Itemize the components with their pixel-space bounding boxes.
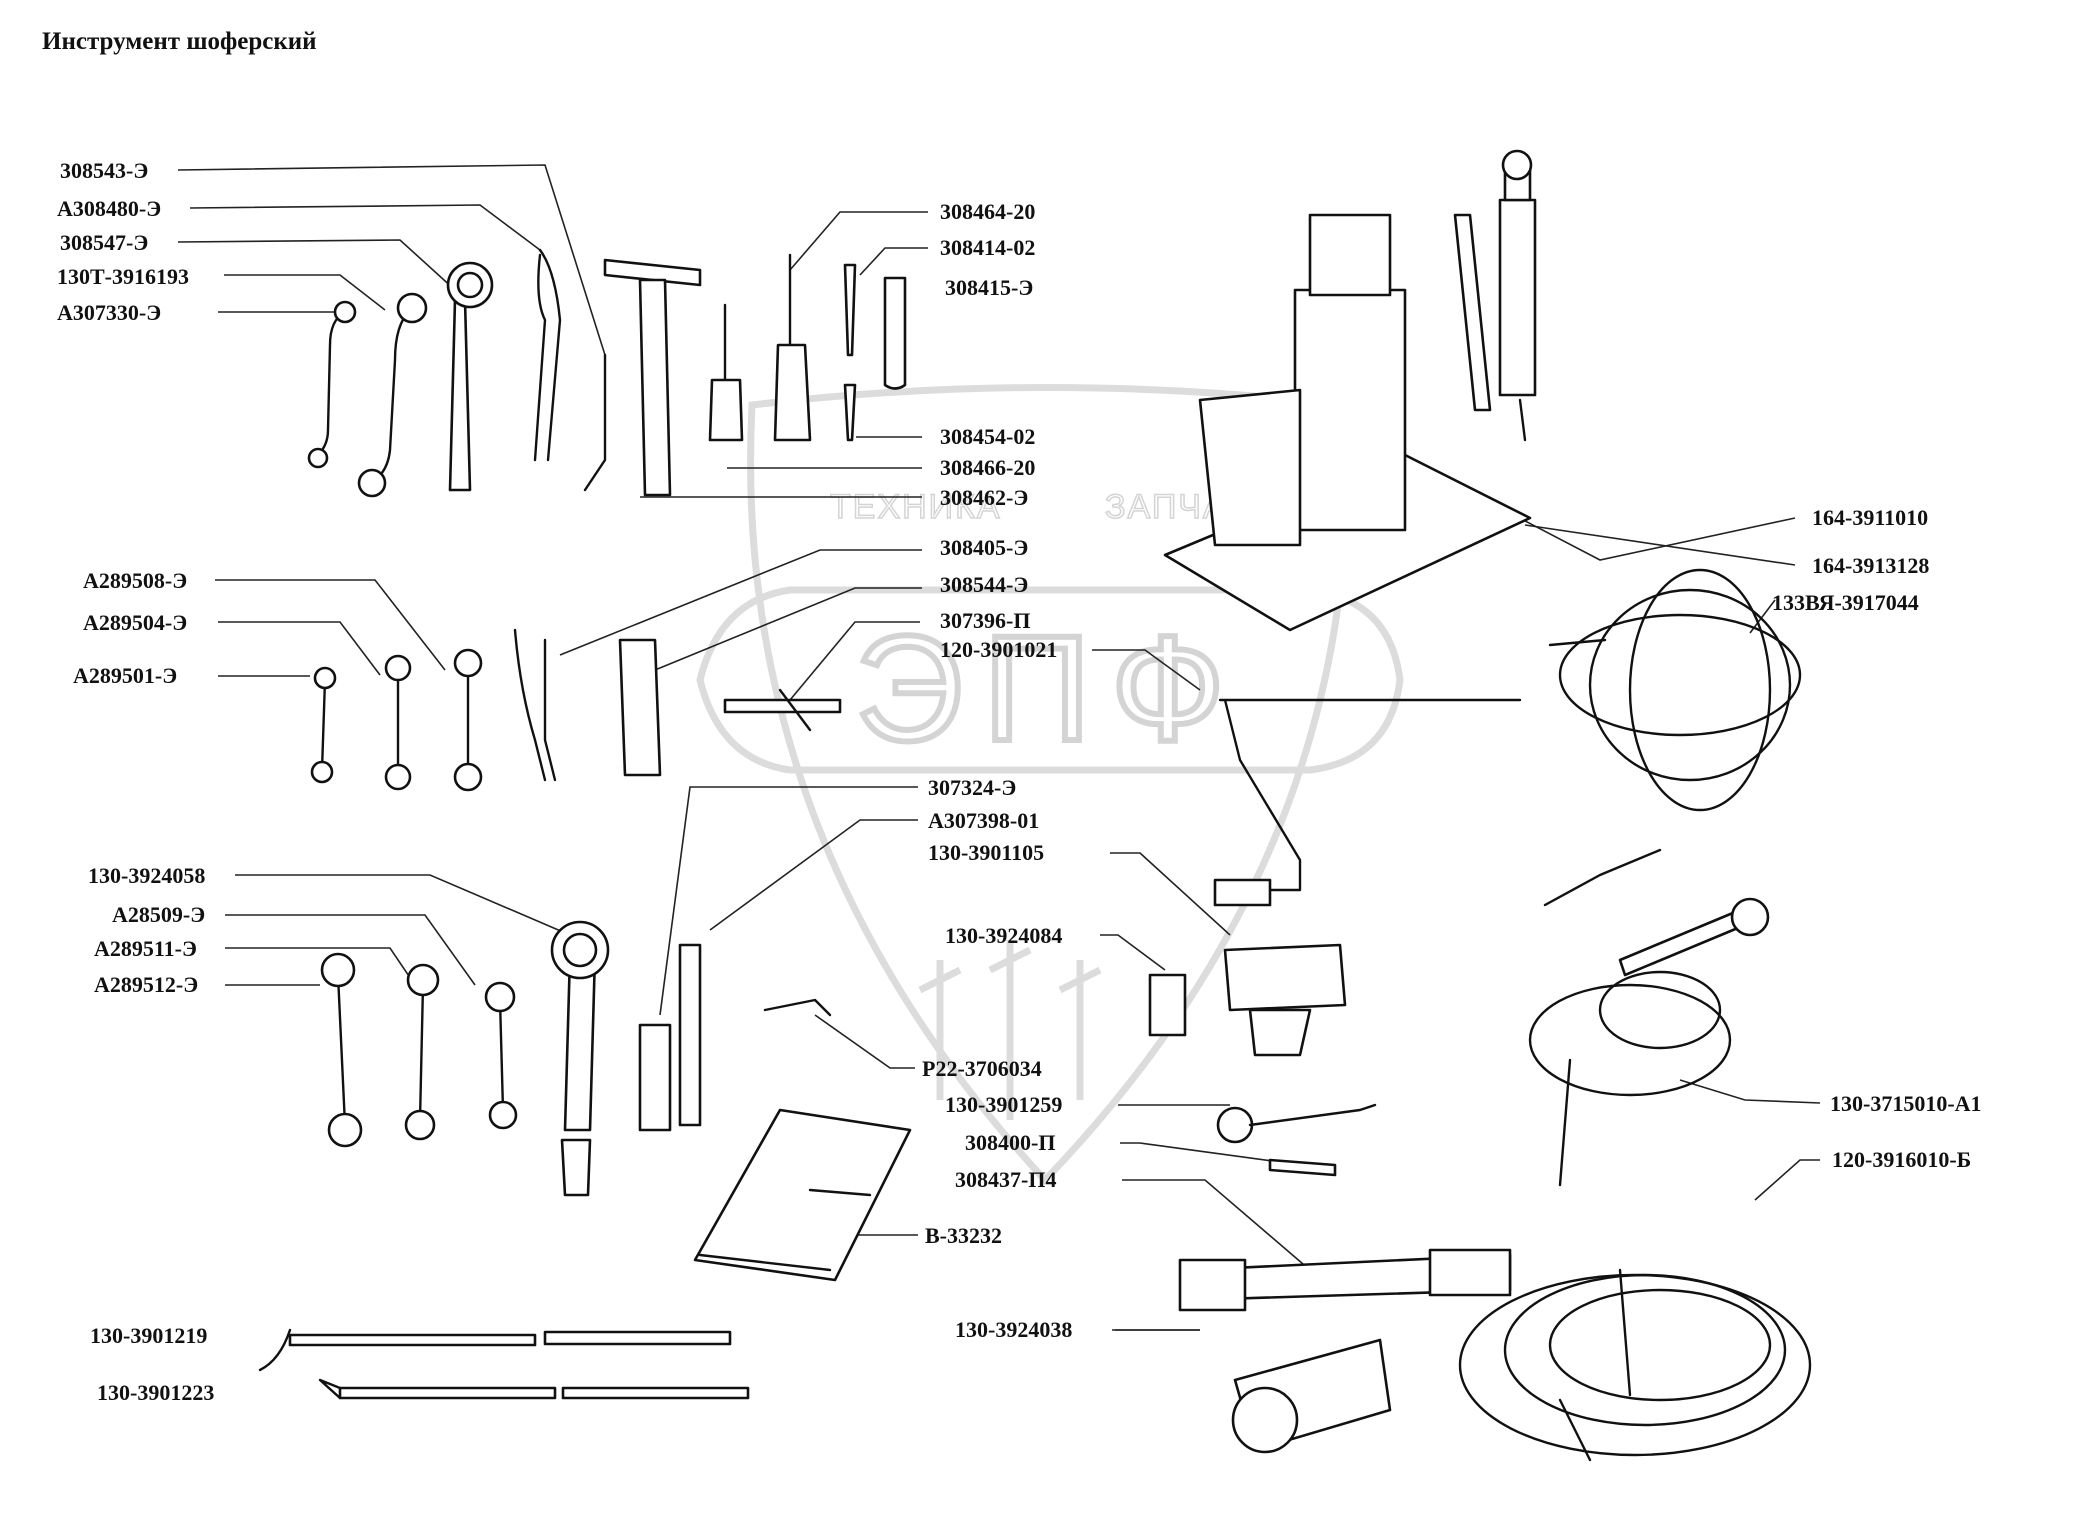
- label-b-33232: В-33232: [925, 1223, 1002, 1248]
- pliers: [513, 628, 557, 782]
- wrench-a289512: [336, 973, 347, 1127]
- watermark-logo: ЭПФ: [855, 604, 1245, 772]
- bent-wrench-medium: [373, 308, 412, 482]
- grease-gun-lever: [1453, 213, 1492, 412]
- label-307324: 307324-Э: [928, 775, 1016, 800]
- label-308415: 308415-Э: [945, 275, 1033, 300]
- compressor-hose-coil: [1503, 1273, 1787, 1427]
- socket-tube-1: [638, 1023, 672, 1132]
- jack-pump: [1198, 388, 1302, 547]
- label-130-3901223: 130-3901223: [97, 1380, 214, 1405]
- inspection-lamp-cable: [1528, 983, 1732, 1097]
- label-130-3924084: 130-3924084: [945, 923, 1062, 948]
- hammer-head: [603, 258, 702, 287]
- bent-wrench-small: [316, 310, 347, 457]
- wrench-a289501: [320, 678, 327, 772]
- jack-body: [1293, 288, 1407, 532]
- label-308543: 308543-Э: [60, 158, 148, 183]
- label-a289501: А289501-Э: [73, 663, 177, 688]
- tool-bag: [693, 1108, 912, 1282]
- label-a289508: А289508-Э: [83, 568, 187, 593]
- label-130-3715010-a1: 130-3715010-А1: [1830, 1091, 1982, 1116]
- socket-tube-2: [678, 943, 702, 1127]
- grease-gun-body: [1498, 198, 1537, 397]
- label-130t-3916193: 130Т-3916193: [57, 264, 189, 289]
- tyre-lever-3901219: [288, 1333, 537, 1347]
- label-p22-3706034: Р22-3706034: [922, 1056, 1042, 1081]
- tyre-gauge: [1216, 1106, 1254, 1144]
- label-308464-20: 308464-20: [940, 199, 1035, 224]
- socket-3924084: [1148, 973, 1187, 1037]
- label-308547: 308547-Э: [60, 230, 148, 255]
- ring-wrench-long: [448, 298, 472, 492]
- watermark-text-left: ТЕХНИКА: [830, 488, 1002, 526]
- part-labels: 308543-Э А308480-Э 308547-Э 130Т-3916193…: [57, 158, 1982, 1405]
- label-308462: 308462-Э: [940, 485, 1028, 510]
- label-130-3901259: 130-3901259: [945, 1092, 1062, 1117]
- label-130-3924038: 130-3924038: [955, 1317, 1072, 1342]
- punch: [843, 263, 857, 357]
- inspection-lamp: [1618, 908, 1747, 977]
- label-a308480: А308480-Э: [57, 196, 161, 221]
- tool-illustrations: [258, 149, 1812, 1462]
- label-164-3911010: 164-3911010: [1812, 505, 1928, 530]
- filler-cap: [1223, 943, 1347, 1012]
- hammer-handle: [638, 278, 672, 497]
- diagram-title: Инструмент шоферский: [42, 28, 317, 55]
- ring-spanner-large: [563, 953, 597, 1132]
- label-164-3913128: 164-3913128: [1812, 553, 1929, 578]
- label-130-3924058: 130-3924058: [88, 863, 205, 888]
- label-308414-02: 308414-02: [940, 235, 1035, 260]
- drift-pin: [843, 383, 857, 442]
- label-133vya-3917044: 133ВЯ-3917044: [1772, 590, 1919, 615]
- label-307396-p: 307396-П: [940, 608, 1030, 633]
- label-308466-20: 308466-20: [940, 455, 1035, 480]
- tyre-hose-coil: [1588, 588, 1792, 782]
- label-130-3901219: 130-3901219: [90, 1323, 207, 1348]
- wrench-a289511: [418, 983, 425, 1122]
- hex-key: [583, 353, 607, 492]
- label-a28509: А28509-Э: [112, 902, 205, 927]
- tyre-lever-3901223: [338, 1386, 557, 1400]
- wrench-a28509: [498, 998, 505, 1112]
- tube-tool: [883, 276, 907, 390]
- label-a289512: А289512-Э: [94, 972, 198, 997]
- jack-screw: [1308, 213, 1392, 297]
- label-130-3901105: 130-3901105: [928, 840, 1044, 865]
- label-308400-p: 308400-П: [965, 1130, 1055, 1155]
- tube-spanner: [618, 638, 662, 777]
- pliers-adjustable: [533, 248, 562, 462]
- tube-308400: [1268, 1158, 1337, 1177]
- label-a307398-01: А307398-01: [928, 808, 1039, 833]
- label-308405: 308405-Э: [940, 535, 1028, 560]
- label-120-3916010-b: 120-3916010-Б: [1832, 1147, 1971, 1172]
- label-308437-p4: 308437-П4: [955, 1167, 1056, 1192]
- label-308544: 308544-Э: [940, 572, 1028, 597]
- spark-plug-gauge: [723, 698, 842, 714]
- label-120-3901021: 120-3901021: [940, 637, 1057, 662]
- label-308454-02: 308454-02: [940, 424, 1035, 449]
- label-a289511: А289511-Э: [94, 936, 197, 961]
- label-a307330: А307330-Э: [57, 300, 161, 325]
- label-a289504: А289504-Э: [83, 610, 187, 635]
- lamp-wire-clip: [763, 998, 832, 1017]
